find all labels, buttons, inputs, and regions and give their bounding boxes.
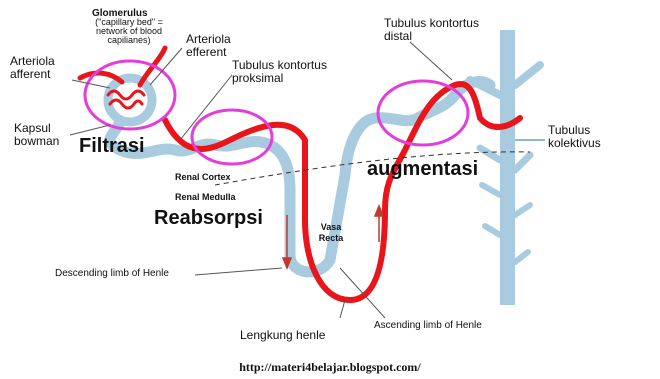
tubulus-distal-label: Tubulus kontortus distal <box>384 17 504 43</box>
glomerulus-note: ("capillary bed" = network of blood capi… <box>90 18 168 45</box>
tubulus-proksimal-label: Tubulus kontortus proksimal <box>232 59 372 85</box>
augmentasi-label: augmentasi <box>367 158 478 181</box>
arteriola-efferent-label: Arteriola efferent <box>186 33 256 59</box>
descending-limb-label: Descending limb of Henle <box>55 268 169 279</box>
vasa-recta-label: Vasa Recta <box>311 222 351 244</box>
renal-cortex-label: Renal Cortex <box>175 172 231 182</box>
kapsul-bowman-label: Kapsul bowman <box>14 122 69 148</box>
reabsorpsi-label: Reabsorpsi <box>154 207 263 230</box>
collecting-duct <box>470 30 540 305</box>
filtrasi-label: Filtrasi <box>79 135 145 158</box>
ascending-limb-label: Ascending limb of Henle <box>374 320 482 331</box>
renal-medulla-label: Renal Medulla <box>175 192 236 202</box>
arteriola-afferent-label: Arteriola afferent <box>10 55 68 81</box>
tubulus-kolektivus-label: Tubulus kolektivus <box>548 124 618 150</box>
lengkung-henle-label: Lengkung henle <box>240 329 325 342</box>
source-url: http://materi4belajar.blogspot.com/ <box>0 360 660 375</box>
